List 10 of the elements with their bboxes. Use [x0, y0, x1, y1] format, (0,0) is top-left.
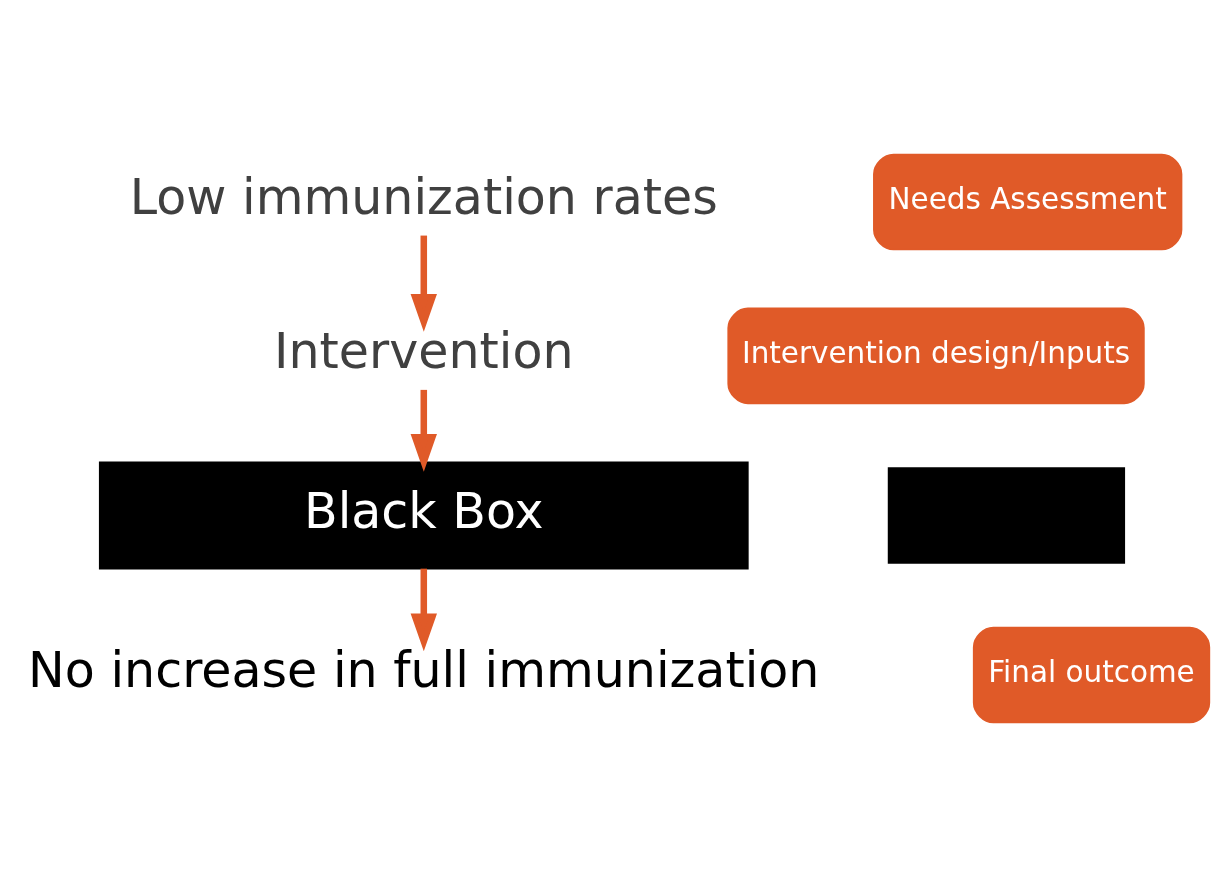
node-text: Intervention	[274, 321, 574, 380]
node-box	[887, 466, 1126, 564]
arrow	[410, 389, 437, 472]
node-box: Final outcome	[972, 626, 1211, 723]
node-text: Low immunization rates	[129, 167, 718, 226]
node-text: No increase in full immunization	[28, 640, 820, 699]
node-box: Black Box	[98, 460, 749, 569]
node-box: Intervention design/Inputs	[727, 307, 1145, 404]
node-box: Needs Assessment	[873, 153, 1183, 250]
arrow	[410, 568, 437, 651]
